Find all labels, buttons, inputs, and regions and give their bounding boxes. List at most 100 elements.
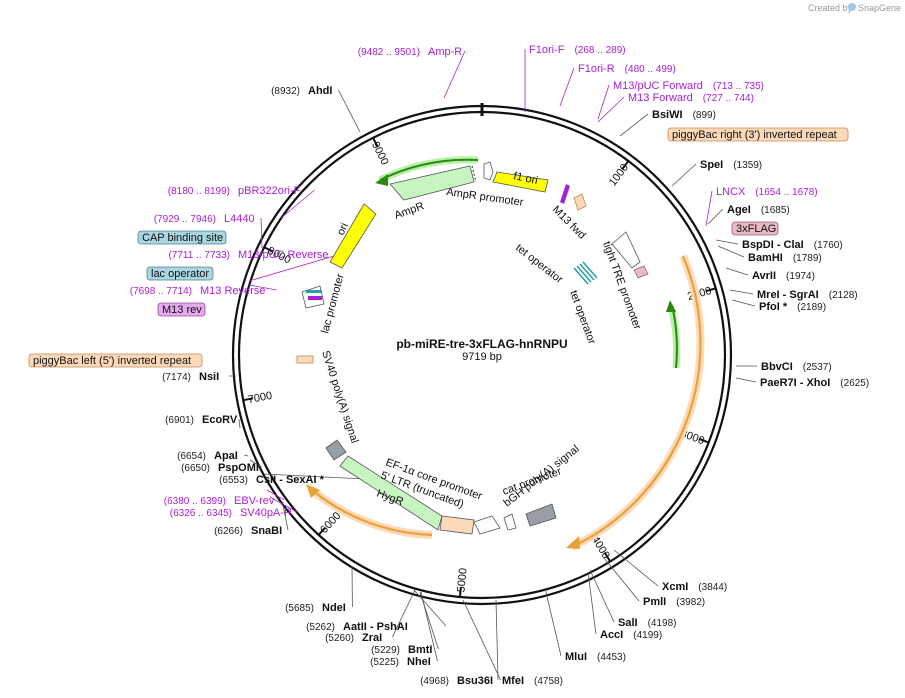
enzyme-site[interactable]: AvrII(1974) <box>752 270 815 282</box>
leader-line <box>392 589 416 638</box>
enzyme-site[interactable]: XcmI(3844) <box>662 581 727 593</box>
enzyme-site[interactable]: PmlI(3982) <box>643 596 705 608</box>
enzyme-position: (2625) <box>840 378 869 389</box>
enzyme-site[interactable]: PaeR7I - XhoI(2625) <box>760 377 869 389</box>
leader-line <box>280 189 315 219</box>
enzyme-site[interactable]: (6266)SnaBI <box>214 525 282 537</box>
primer-site[interactable]: F1ori-R(480 .. 499) <box>578 63 676 75</box>
tight-tre-promoter-arrow[interactable] <box>611 231 641 269</box>
tet-operator-stripes <box>573 261 598 285</box>
primer-site[interactable]: M13/pUC Forward(713 .. 735) <box>613 80 764 92</box>
ef1a-core-promoter-block[interactable] <box>439 515 475 535</box>
enzyme-name: SV40pA-R <box>240 507 292 519</box>
leader-line <box>735 377 757 383</box>
insert-arcs <box>306 156 705 551</box>
enzyme-position: (4453) <box>597 652 626 663</box>
leader-line <box>244 454 249 457</box>
enzyme-site[interactable]: BsiWI(899) <box>652 109 716 121</box>
tick-mark <box>698 438 710 444</box>
enzyme-site[interactable]: (7174)NsiI <box>162 371 219 383</box>
leader-line <box>619 113 649 137</box>
m13-fwd-arrow[interactable] <box>560 184 570 204</box>
enzyme-position: (6901) <box>165 415 194 426</box>
feature-box-label: CAP binding site <box>142 232 223 244</box>
enzyme-site[interactable]: (5260)ZraI <box>325 632 382 644</box>
enzyme-name: AhdI <box>308 85 332 97</box>
leader-line <box>249 459 262 468</box>
enzyme-site[interactable]: (5685)NdeI <box>285 602 346 614</box>
ampr-promoter-arrow[interactable] <box>483 161 494 181</box>
enzyme-site[interactable]: MreI - SgrAI(2128) <box>757 289 858 301</box>
enzyme-position: (1359) <box>733 160 762 171</box>
enzyme-site[interactable]: AccI(4199) <box>600 629 662 641</box>
feature-label-tet-operator-1: tet operator <box>513 242 565 286</box>
enzyme-name: BamHI <box>748 252 783 264</box>
enzyme-site[interactable]: (8932)AhdI <box>271 85 332 97</box>
feature-label-m13-fwd: M13 fwd <box>550 204 588 242</box>
primer-site[interactable]: LNCX(1654 .. 1678) <box>716 186 818 198</box>
primer-name: L4440 <box>224 213 255 225</box>
enzyme-site[interactable]: MfeI(4758) <box>502 675 563 687</box>
plasmid-size: 9719 bp <box>462 351 502 363</box>
leader-line <box>263 473 366 480</box>
enzyme-site[interactable]: PfoI *(2189) <box>759 301 826 313</box>
enzyme-site[interactable]: (6326 .. 6345)SV40pA-R <box>170 507 292 519</box>
feature-box[interactable]: CAP binding site <box>137 230 227 245</box>
enzyme-name: AccI <box>600 629 623 641</box>
feature-label-f1-ori: f1 ori <box>512 170 538 187</box>
enzyme-name: NdeI <box>322 602 346 614</box>
feature-box[interactable]: M13 rev <box>157 302 206 317</box>
enzyme-name: BsiWI <box>652 109 683 121</box>
primer-name: Amp-R <box>428 46 462 58</box>
cat-promoter-arrow[interactable] <box>503 513 517 531</box>
sv40-polya-block[interactable] <box>325 439 347 461</box>
enzyme-site[interactable]: (6901)EcoRV <box>165 414 238 426</box>
feature-box[interactable]: 3xFLAG <box>731 221 779 236</box>
enzyme-site[interactable]: (5229)BmtI <box>371 644 432 656</box>
primer-site[interactable]: (9482 .. 9501)Amp-R <box>358 46 463 58</box>
ori-arrow[interactable] <box>329 203 377 269</box>
primer-position: (8180 .. 8199) <box>168 186 230 197</box>
enzyme-site[interactable]: (6654)ApaI <box>177 450 238 462</box>
feature-box[interactable]: piggyBac right (3') inverted repeat <box>667 127 849 142</box>
enzyme-site[interactable]: (5262)AatII - PshAI <box>306 621 408 633</box>
enzyme-site[interactable]: SpeI(1359) <box>700 159 762 171</box>
enzyme-site[interactable]: (6553)CsiI - SexAI * <box>219 474 324 486</box>
feature-box[interactable]: lac operator <box>146 266 214 281</box>
enzyme-site[interactable]: (4968)Bsu36I <box>420 675 493 687</box>
enzyme-site[interactable]: BamHI(1789) <box>748 252 822 264</box>
piggybac-right-block <box>573 193 587 211</box>
primer-position: (7711 .. 7733) <box>168 250 230 261</box>
tick-mark <box>621 160 630 170</box>
feature-label-ampr-promoter: AmpR promoter <box>446 186 525 209</box>
bgh-polya-block[interactable] <box>525 503 557 527</box>
primer-site[interactable]: (8180 .. 8199)pBR322ori-F <box>168 185 301 197</box>
enzyme-site[interactable]: (6650)PspOMI <box>181 462 259 474</box>
enzyme-site[interactable]: (6380 .. 6399)EBV-rev <box>164 495 275 507</box>
enzyme-position: (4758) <box>534 676 563 687</box>
enzyme-site[interactable]: (5225)NheI <box>370 656 431 668</box>
five-ltr-arrow[interactable] <box>473 515 501 535</box>
leader-line <box>725 267 749 276</box>
leader-line <box>587 571 597 635</box>
feature-box[interactable]: piggyBac left (5') inverted repeat <box>28 353 203 368</box>
primer-site[interactable]: (7929 .. 7946)L4440 <box>154 213 255 225</box>
enzyme-site[interactable]: BbvCI(2537) <box>761 361 832 373</box>
enzyme-position: (1685) <box>761 205 790 216</box>
enzyme-site[interactable]: BspDI - ClaI(1760) <box>742 239 843 251</box>
enzyme-site[interactable]: MluI(4453) <box>565 651 626 663</box>
ampr-arrow[interactable] <box>389 165 475 201</box>
enzyme-position: (1974) <box>786 271 815 282</box>
feature-shapes <box>296 161 649 535</box>
enzyme-site[interactable]: SalI(4198) <box>618 617 676 629</box>
feature-box-label: M13 rev <box>162 304 202 316</box>
primer-site[interactable]: (7698 .. 7714)M13 Reverse <box>130 285 266 297</box>
feature-box-bg <box>137 230 227 245</box>
primer-site[interactable]: (7711 .. 7733)M13/pUC Reverse <box>168 249 328 261</box>
primer-site[interactable]: F1ori-F(268 .. 289) <box>529 44 626 56</box>
primer-site[interactable]: M13 Forward(727 .. 744) <box>628 92 754 104</box>
f1-ori-arrow[interactable] <box>492 171 549 193</box>
enzyme-site[interactable]: AgeI(1685) <box>727 204 790 216</box>
label-leader-lines <box>229 49 757 681</box>
